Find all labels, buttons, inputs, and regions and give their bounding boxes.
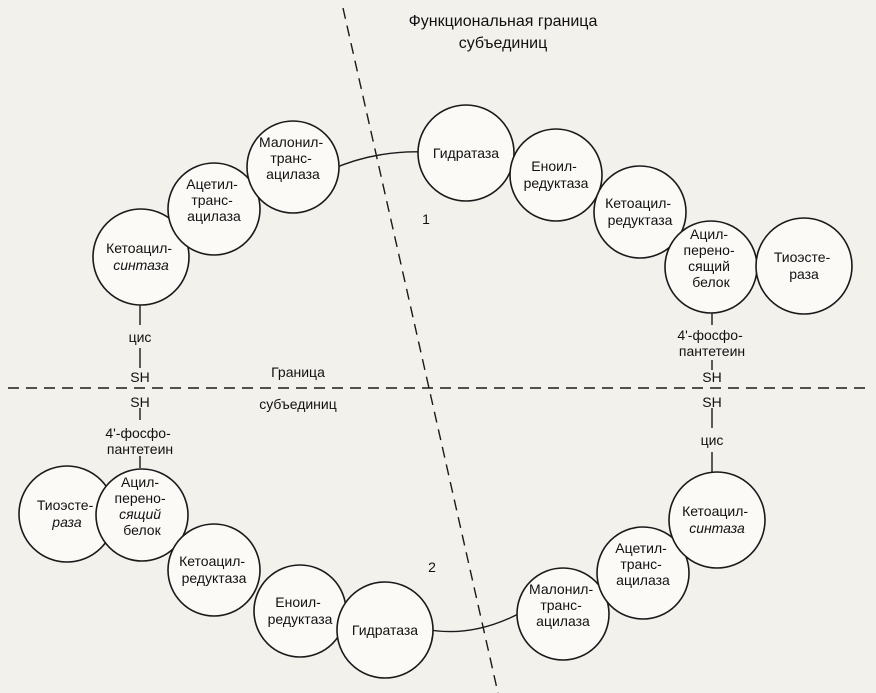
ketoacyl-reductase-label-1: Кетоацил- редуктаза (605, 195, 675, 228)
acetyl-label-2: Ацетил- транс- ацилаза (615, 540, 670, 588)
malonyl-label-1: Малонил- транс- ацилаза (259, 134, 327, 182)
ketoacyl-synthase-label-1: Кетоацил- синтаза (106, 240, 176, 273)
sh-label-1-left: SH (130, 369, 149, 385)
sh-label-2-left: SH (130, 394, 149, 410)
ketoacyl-synthase-1 (92, 208, 190, 306)
ketoacyl-synthase-label-2: Кетоацил- синтаза (682, 503, 752, 536)
functional-boundary-line (342, 7, 499, 693)
ketoacyl-synthase-2 (668, 471, 766, 569)
sh-label-2-right: SH (702, 394, 721, 410)
subunit-1-number: 1 (422, 211, 430, 227)
ketoacyl-reductase-1 (593, 165, 687, 259)
functional-boundary-title-line1: Функциональная граница (409, 13, 598, 30)
thioesterase-label-1: Тиоэсте- раза (774, 249, 834, 282)
enoyl-reductase-1 (509, 128, 603, 222)
subunit-boundary-label-line1: Граница (271, 364, 325, 380)
cys-label-2: цис (701, 432, 724, 448)
subunit-2: Тиоэсте- раза Ацил- перено- сящий белок … (18, 394, 766, 679)
hydratase-label-2: Гидратаза (352, 622, 418, 638)
link-hydratase-malonyl-2 (419, 611, 523, 633)
ketoacyl-reductase-label-2: Кетоацил- редуктаза (179, 553, 249, 586)
acp-label-1: Ацил- перено- сящий белок (683, 226, 738, 290)
acetyl-transacylase-1 (167, 162, 261, 256)
subunit-boundary-label-line2: субъединиц (259, 396, 337, 412)
hydratase-label-1: Гидратаза (433, 145, 499, 161)
subunit-2-number: 2 (428, 559, 436, 575)
malonyl-transacylase-2 (516, 567, 610, 661)
acyl-carrier-protein-2 (95, 468, 189, 562)
pantetheine-label-2: 4'-фосфо- пантетеин (105, 425, 174, 457)
acp-label-2: Ацил- перено- сящий белок (114, 474, 169, 538)
hydratase-2 (336, 581, 434, 679)
enoyl-label-1: Еноил- редуктаза (524, 158, 589, 191)
link-malonyl-hydratase-1 (329, 151, 426, 171)
hydratase-1 (417, 104, 515, 202)
enoyl-label-2: Еноил- редуктаза (268, 594, 333, 627)
cys-label-1: цис (129, 329, 152, 345)
malonyl-transacylase-1 (246, 120, 340, 214)
ketoacyl-reductase-2 (167, 523, 261, 617)
acetyl-label-1: Ацетил- транс- ацилаза (186, 176, 241, 224)
pantetheine-label-1: 4'-фосфо- пантетеин (677, 327, 746, 359)
thioesterase-label-2: Тиоэсте- раза (37, 497, 97, 530)
acetyl-transacylase-2 (596, 526, 690, 620)
sh-label-1-right: SH (702, 369, 721, 385)
functional-boundary-title-line2: субъединиц (459, 35, 548, 52)
thioesterase-1 (755, 217, 853, 315)
subunit-1: Малонил- транс- ацилаза Ацетил- транс- а… (92, 104, 853, 385)
malonyl-label-2: Малонил- транс- ацилаза (529, 581, 597, 629)
